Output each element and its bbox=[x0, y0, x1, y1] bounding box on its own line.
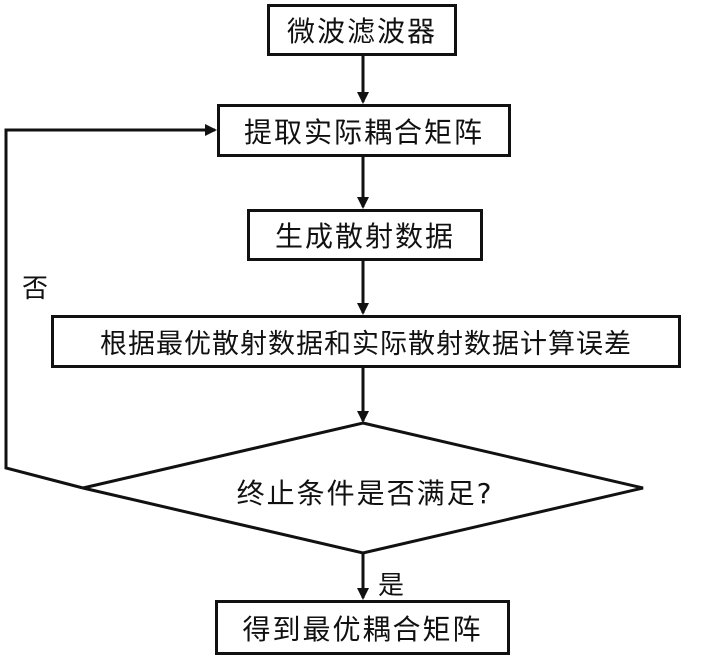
optimal-coupling-matrix-box: 得到最优耦合矩阵 bbox=[215, 600, 510, 655]
extract-coupling-matrix-box: 提取实际耦合矩阵 bbox=[217, 104, 511, 157]
extract-coupling-matrix-label: 提取实际耦合矩阵 bbox=[243, 115, 484, 149]
loop-no-label: 否 bbox=[22, 274, 49, 304]
feedback-loop-line bbox=[4, 124, 217, 490]
decision-diamond bbox=[82, 421, 644, 555]
generate-scattering-data-box: 生成散射数据 bbox=[247, 209, 483, 261]
generate-scattering-data-label: 生成散射数据 bbox=[274, 220, 455, 253]
compute-error-label: 根据最优散射数据和实际散射数据计算误差 bbox=[100, 329, 632, 360]
decision-question: 终止条件是否满足? bbox=[236, 477, 494, 510]
microwave-filter-box: 微波滤波器 bbox=[267, 4, 457, 56]
microwave-filter-label: 微波滤波器 bbox=[286, 15, 437, 48]
decision-yes-label: 是 bbox=[378, 571, 405, 601]
optimal-coupling-matrix-label: 得到最优耦合矩阵 bbox=[242, 612, 483, 646]
compute-error-box: 根据最优散射数据和实际散射数据计算误差 bbox=[51, 315, 681, 368]
